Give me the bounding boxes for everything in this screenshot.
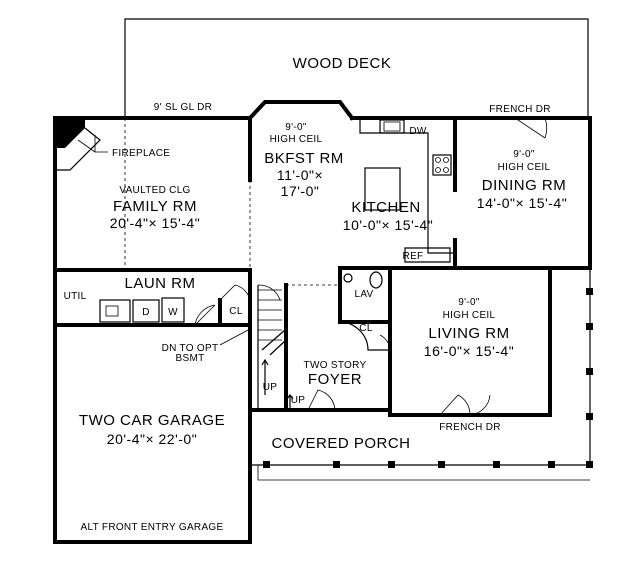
- living-name: LIVING RM: [428, 325, 509, 342]
- covered-porch: [250, 268, 593, 481]
- bkfst-name: BKFST RM: [264, 150, 344, 167]
- room-labels: WOOD DECK 9' SL GL DR FRENCH DR FIREPLAC…: [64, 55, 567, 533]
- util-label: UTIL: [64, 291, 87, 302]
- dn-bsmt-1: DN TO OPT: [162, 343, 219, 354]
- bkfst-dim-2: 17'-0": [281, 183, 320, 199]
- kitchen-name: KITCHEN: [351, 199, 420, 216]
- washer-label: W: [168, 307, 178, 318]
- ref-label: REF: [403, 251, 424, 262]
- kitchen-counters: [359, 118, 455, 263]
- kitchen-island: [364, 167, 401, 211]
- alt-garage-label: ALT FRONT ENTRY GARAGE: [81, 522, 224, 533]
- dw-label: DW: [409, 126, 427, 137]
- garage-name: TWO CAR GARAGE: [79, 412, 225, 429]
- foyer-1: TWO STORY: [304, 360, 367, 371]
- sink: [343, 273, 353, 283]
- living-dim: 16'-0"× 15'-4": [424, 343, 514, 359]
- family-name: FAMILY RM: [113, 198, 197, 215]
- family-clg: VAULTED CLG: [119, 185, 190, 196]
- dn-bsmt-2: BSMT: [176, 353, 205, 364]
- family-dim: 20'-4"× 15'-4": [110, 215, 200, 231]
- dining-ceil-2: HIGH CEIL: [498, 162, 551, 173]
- french-dr-top-label: FRENCH DR: [489, 104, 551, 115]
- dining-dim: 14'-0"× 15'-4": [477, 195, 567, 211]
- wood-deck: [124, 18, 589, 118]
- doors: [194, 117, 548, 416]
- lav-label: LAV: [354, 289, 373, 300]
- dining-ceil-1: 9'-0": [513, 149, 535, 160]
- exterior-walls: [53, 100, 592, 544]
- leader-lines: [77, 139, 249, 346]
- foyer-2: FOYER: [308, 371, 362, 388]
- dryer-label: D: [142, 307, 150, 318]
- dining-name: DINING RM: [482, 177, 567, 194]
- sl-gl-dr-label: 9' SL GL DR: [154, 102, 212, 113]
- laundry-fixtures: [99, 297, 185, 323]
- bkfst-ceil-2: HIGH CEIL: [270, 134, 323, 145]
- garage-dim: 20'-4"× 22'-0": [107, 431, 197, 447]
- dashed-lines: [124, 118, 550, 286]
- stairs: [257, 285, 294, 410]
- living-ceil-2: HIGH CEIL: [443, 310, 496, 321]
- cl-foyer-label: CL: [359, 323, 373, 334]
- fireplace: [55, 118, 108, 171]
- french-dr-porch-label: FRENCH DR: [439, 422, 501, 433]
- up-label-1: UP: [263, 382, 278, 393]
- laundry-sink: [99, 299, 131, 323]
- covered-porch-label: COVERED PORCH: [271, 435, 410, 452]
- toilet: [369, 271, 383, 289]
- laun-name: LAUN RM: [124, 275, 195, 292]
- dryer: [132, 299, 160, 323]
- bkfst-dim-1: 11'-0"×: [277, 167, 323, 183]
- wood-deck-label: WOOD DECK: [293, 55, 392, 72]
- kitchen-dim: 10'-0"× 15'-4": [343, 217, 433, 233]
- bkfst-ceil-1: 9'-0": [285, 122, 307, 133]
- cl-laun-label: CL: [229, 306, 243, 317]
- washer: [161, 297, 185, 323]
- up-label-2: UP: [291, 395, 306, 406]
- lav-fixtures: [339, 271, 390, 351]
- interior-walls: [218, 116, 552, 417]
- living-ceil-1: 9'-0": [458, 297, 480, 308]
- fireplace-label: FIREPLACE: [112, 148, 170, 159]
